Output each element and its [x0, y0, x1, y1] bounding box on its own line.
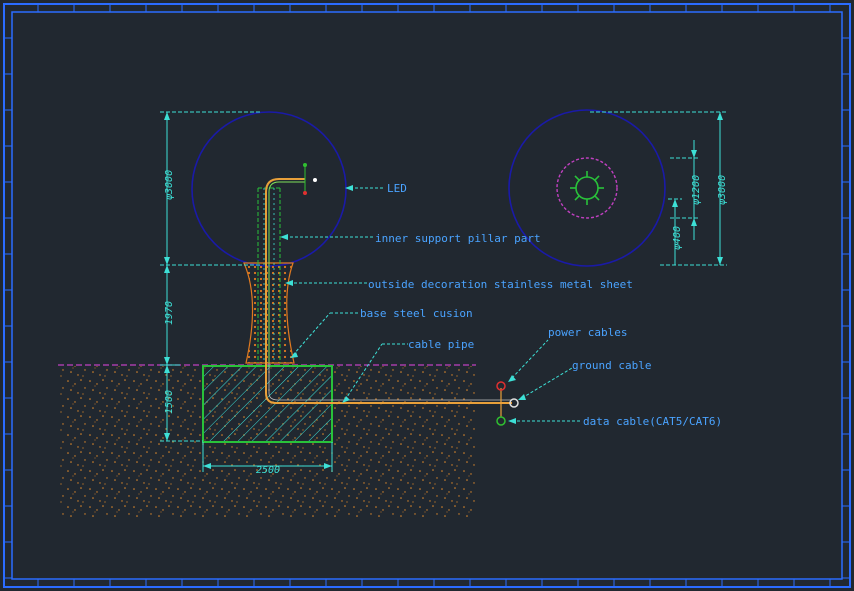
inner-ring — [556, 157, 618, 219]
pillar-spoke — [594, 195, 600, 201]
label-cable-pipe: cable pipe — [408, 338, 474, 351]
label-inner-pillar: inner support pillar part — [375, 232, 541, 245]
label-outside-decoration: outside decoration stainless metal sheet — [368, 278, 633, 291]
dim-foundation-width: 2500 — [256, 465, 280, 476]
dim-globe-diameter-right: φ3000 — [717, 175, 728, 205]
inner-support-pillar — [257, 187, 281, 363]
label-base-cushion: base steel cusion — [360, 307, 473, 320]
pillar-spoke — [574, 195, 580, 201]
dim-foundation-depth: 1500 — [164, 390, 175, 414]
dim-pillar-height: 1970 — [164, 301, 175, 325]
globe-outline-right — [508, 109, 666, 267]
dimension-lines-left — [160, 111, 260, 442]
dimension-lines-right — [590, 111, 727, 266]
dimension-line-bottom — [202, 442, 333, 472]
dim-pillar-diameter: φ400 — [672, 226, 683, 250]
dim-inner-ring-diameter: φ1200 — [691, 175, 702, 205]
label-data-cable: data cable(CAT5/CAT6) — [583, 415, 722, 428]
cable-path — [265, 178, 512, 404]
cable-terminals — [496, 381, 519, 426]
top-view — [508, 109, 666, 267]
leader-lines — [280, 185, 582, 424]
ground-terminal — [509, 398, 519, 408]
led-node — [303, 163, 317, 195]
pillar-top — [575, 176, 599, 200]
label-power-cables: power cables — [548, 326, 627, 339]
pillar-spoke — [594, 175, 600, 181]
data-terminal — [496, 416, 506, 426]
drawing-frame — [3, 3, 851, 588]
power-terminal — [496, 381, 506, 391]
label-ground-cable: ground cable — [572, 359, 651, 372]
dim-globe-diameter-left: φ3000 — [164, 170, 175, 200]
label-led: LED — [387, 182, 407, 195]
pillar-spoke — [574, 175, 580, 181]
